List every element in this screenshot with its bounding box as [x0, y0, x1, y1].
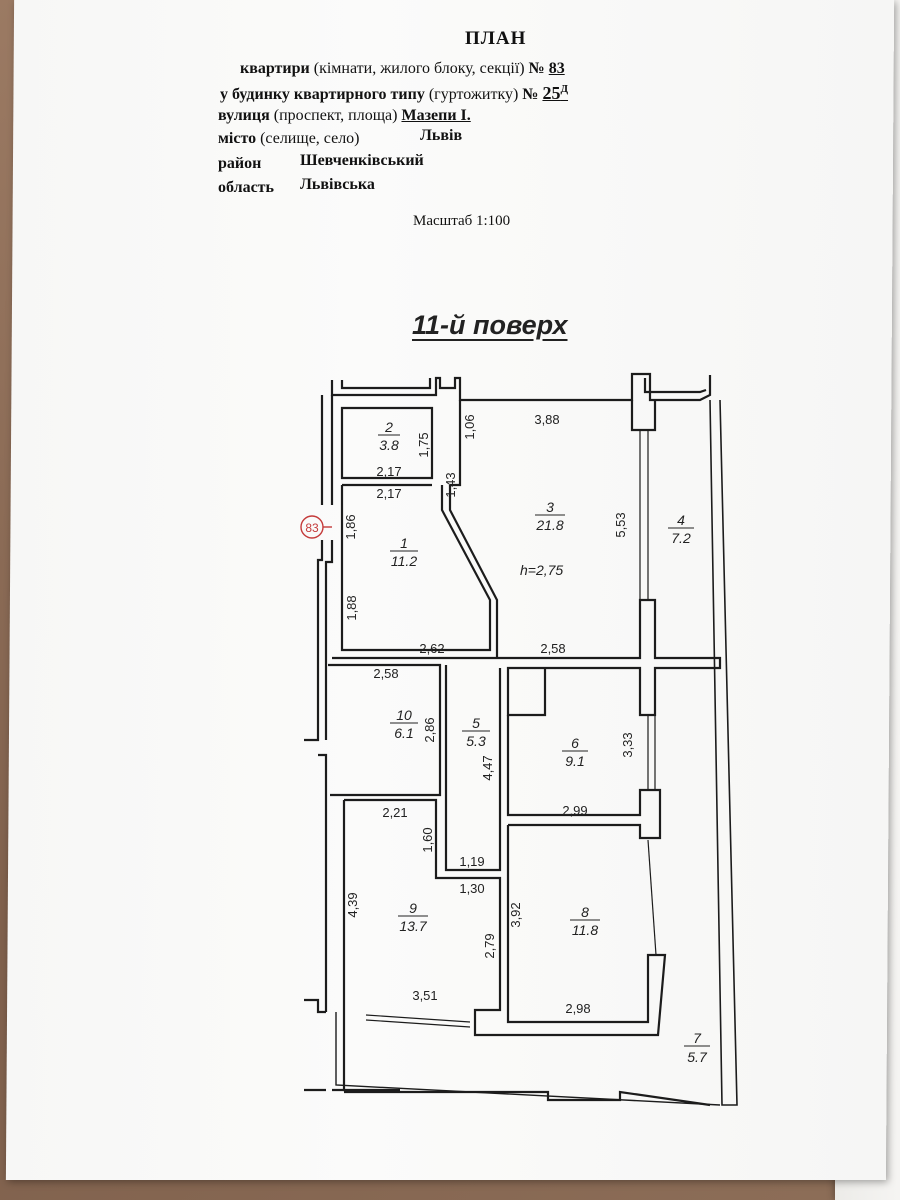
- room-9-number: 9: [409, 900, 417, 916]
- ceiling-height: h=2,75: [520, 562, 563, 578]
- dim-r3-left: 1,06: [462, 414, 477, 439]
- room-10-number: 10: [396, 707, 412, 723]
- dim-r9-width-mid: 1,19: [459, 854, 484, 869]
- apartment-line: квартири (кімнати, жилого блоку, секції)…: [240, 60, 565, 77]
- room-2-area: 3.8: [379, 437, 399, 453]
- city-value: Львів: [420, 127, 463, 144]
- floor-title: 11-й поверх: [412, 310, 568, 340]
- dim-r3-top: 3,88: [534, 412, 559, 427]
- room-3-number: 3: [546, 499, 554, 515]
- dim-r9-width-bottom: 3,51: [412, 988, 437, 1003]
- dim-r1-width-bottom: 2,62: [419, 641, 444, 656]
- dim-r6-height: 3,33: [620, 732, 635, 757]
- dim-r8-height: 3,92: [508, 902, 523, 927]
- plan-walls: [304, 372, 738, 1107]
- street-line: вулиця (проспект, площа) Мазепи І.: [218, 107, 471, 124]
- room-6-number: 6: [571, 735, 579, 751]
- room-1-number: 1: [400, 535, 408, 551]
- region-value: Львівська: [300, 176, 375, 193]
- room-7-number: 7: [693, 1030, 702, 1046]
- apartment-marker-label: 83: [305, 521, 319, 535]
- district-value: Шевченківський: [300, 152, 424, 169]
- dim-r2-width: 2,17: [376, 464, 401, 479]
- region-label: область: [218, 179, 274, 196]
- district-label: район: [218, 155, 262, 172]
- room-6-area: 9.1: [565, 753, 584, 769]
- dim-r2-height: 1,75: [416, 432, 431, 457]
- dim-r8-width: 2,98: [565, 1001, 590, 1016]
- room-1-area: 11.2: [391, 553, 417, 569]
- room-labels: 1 11.2 2 3.8 3 21.8 4 7.2 5 5.3 6 9.1 7 …: [378, 419, 710, 1065]
- dim-r9-height-top: 1,60: [420, 827, 435, 852]
- dim-r10-height: 2,86: [422, 717, 437, 742]
- house-line: у будинку квартирного типу (гуртожитку) …: [220, 83, 569, 103]
- dim-r3-bottom: 2,58: [540, 641, 565, 656]
- dim-r9-height-right: 2,79: [482, 933, 497, 958]
- room-8-number: 8: [581, 904, 589, 920]
- dim-r9-width-mid2: 1,30: [459, 881, 484, 896]
- dim-r9-width-top: 2,21: [382, 805, 407, 820]
- city-line: місто (селище, село): [218, 130, 360, 147]
- dimension-labels: 1,75 2,17 2,17 1,86 1,88 2,62 1,43 1,06 …: [343, 412, 635, 1016]
- dim-r5-height: 4,47: [480, 755, 495, 780]
- dim-r10-width: 2,58: [373, 666, 398, 681]
- room-5-number: 5: [472, 715, 480, 731]
- room-10-area: 6.1: [394, 725, 413, 741]
- room-9-area: 13.7: [399, 918, 427, 934]
- room-4-number: 4: [677, 512, 685, 528]
- dim-r9-height: 4,39: [345, 892, 360, 917]
- room-5-area: 5.3: [466, 733, 486, 749]
- room-2-number: 2: [384, 419, 393, 435]
- room-4-area: 7.2: [671, 530, 691, 546]
- dim-r1-width-top: 2,17: [376, 486, 401, 501]
- dim-diagonal: 1,43: [443, 472, 458, 497]
- house-number: 25Д: [542, 83, 569, 103]
- room-7-area: 5.7: [687, 1049, 708, 1065]
- room-8-area: 11.8: [572, 922, 598, 938]
- dim-r1-height-bottom: 1,88: [344, 595, 359, 620]
- apartment-number: 83: [548, 60, 565, 77]
- scale-note: Масштаб 1:100: [413, 213, 511, 229]
- street-value: Мазепи І.: [401, 107, 471, 124]
- dim-r1-height-top: 1,86: [343, 514, 358, 539]
- dim-r3-right: 5,53: [613, 512, 628, 537]
- document-title: ПЛАН: [465, 28, 527, 49]
- room-3-area: 21.8: [535, 517, 563, 533]
- dim-r6-width: 2,99: [562, 803, 587, 818]
